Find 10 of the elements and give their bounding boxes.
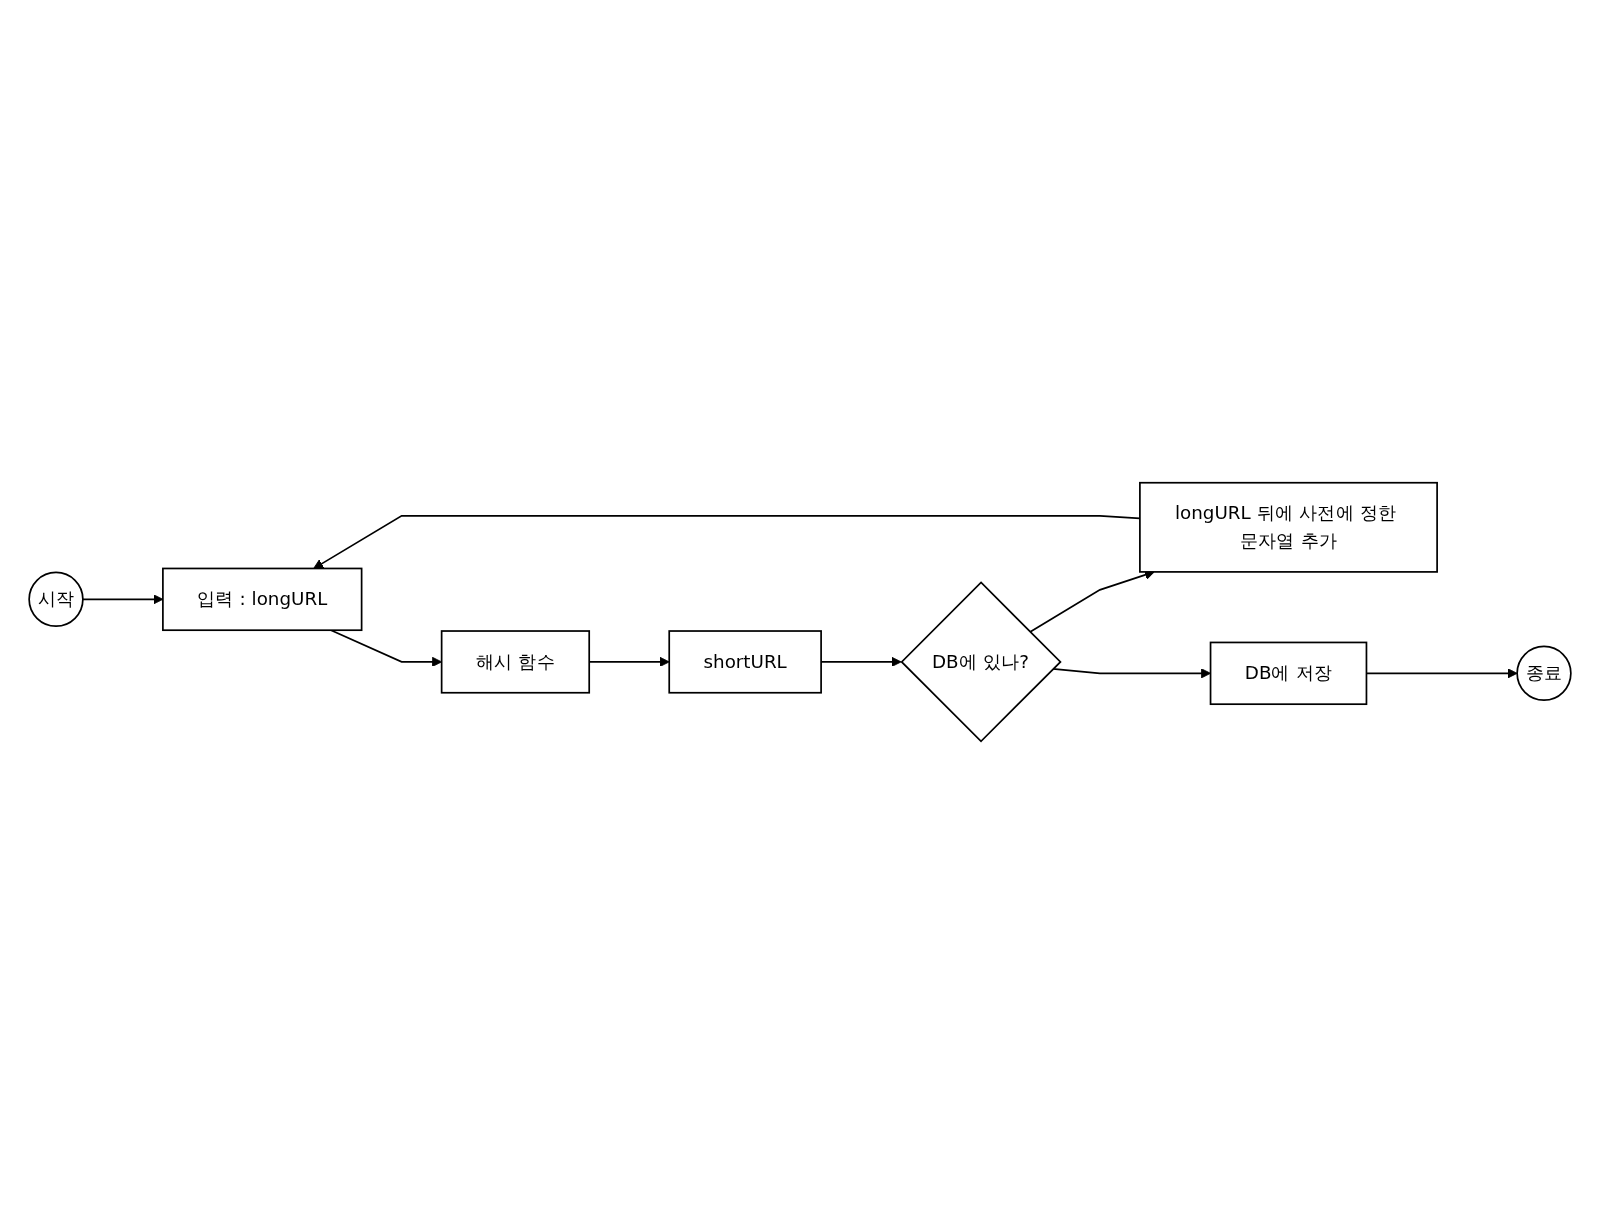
node-box: 해시 함수 xyxy=(440,630,591,694)
node-box: DB에 저장 xyxy=(1209,641,1368,706)
node-box: 입력 : longURL xyxy=(162,567,363,632)
node-box: shortURL xyxy=(668,630,822,694)
arrow xyxy=(1029,570,1155,633)
arrow xyxy=(1052,667,1211,679)
node-diamond: DB에 있나? xyxy=(900,581,1062,743)
node-box: longURL 뒤에 사전에 정한 문자열 추가 xyxy=(1139,481,1438,573)
node-circle: 종료 xyxy=(1516,645,1572,702)
node-circle: 시작 xyxy=(28,571,84,628)
